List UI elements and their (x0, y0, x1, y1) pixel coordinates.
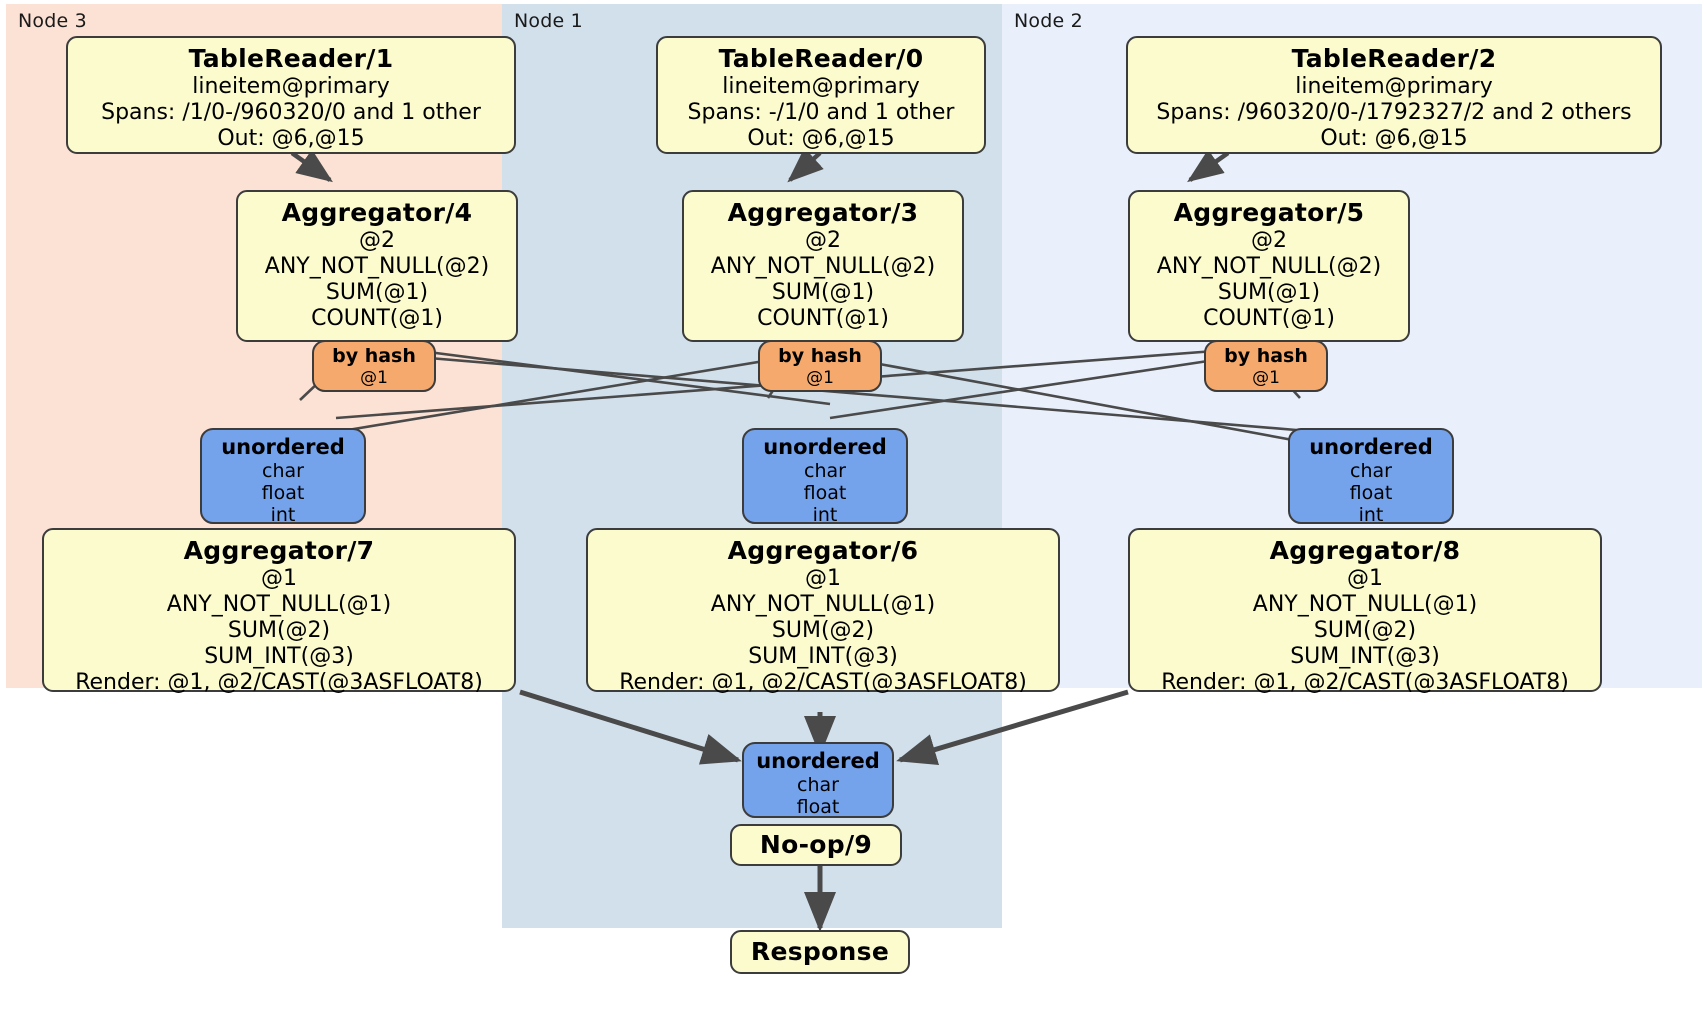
processor-agg-1: ANY_NOT_NULL(@1) (1252, 592, 1478, 617)
processor-title: Response (750, 937, 890, 966)
processor-agg-2: SUM(@1) (771, 280, 875, 305)
processor-aggregator-7[interactable]: Aggregator/7 @1 ANY_NOT_NULL(@1) SUM(@2)… (42, 528, 516, 695)
processor-agg-3: SUM_INT(@3) (1290, 644, 1440, 669)
processor-agg-3: SUM_INT(@3) (204, 644, 354, 669)
processor-agg-3: COUNT(@1) (757, 306, 889, 331)
receiver-unordered-node-3[interactable]: unordered char float int (200, 428, 366, 526)
router-by-hash-node-3[interactable]: by hash @1 (312, 340, 436, 392)
processor-title: TableReader/2 (1291, 44, 1497, 73)
receiver-type-2: float (1349, 482, 1393, 504)
processor-out: Out: @6,@15 (747, 126, 895, 151)
processor-aggregator-3[interactable]: Aggregator/3 @2 ANY_NOT_NULL(@2) SUM(@1)… (682, 190, 964, 342)
processor-title: Aggregator/7 (183, 536, 375, 565)
receiver-type-3: int (812, 504, 838, 526)
processor-agg-2: SUM(@2) (1313, 618, 1417, 643)
node-panel-label: Node 3 (18, 10, 87, 32)
router-by-hash-node-2[interactable]: by hash @1 (1204, 340, 1328, 392)
processor-table: lineitem@primary (1295, 74, 1493, 99)
router-column: @1 (360, 368, 388, 388)
processor-agg-3: COUNT(@1) (1203, 306, 1335, 331)
processor-agg-2: SUM(@1) (325, 280, 429, 305)
processor-table: lineitem@primary (722, 74, 920, 99)
processor-aggregator-6[interactable]: Aggregator/6 @1 ANY_NOT_NULL(@1) SUM(@2)… (586, 528, 1060, 695)
processor-group-col: @1 (261, 566, 297, 591)
processor-title: TableReader/1 (188, 44, 394, 73)
processor-tablereader-2[interactable]: TableReader/2 lineitem@primary Spans: /9… (1126, 36, 1662, 154)
receiver-title: unordered (756, 749, 880, 773)
processor-tablereader-0[interactable]: TableReader/0 lineitem@primary Spans: -/… (656, 36, 986, 154)
receiver-type-2: float (803, 482, 847, 504)
receiver-type-3: int (270, 504, 296, 526)
processor-agg-3: SUM_INT(@3) (748, 644, 898, 669)
processor-spans: Spans: /960320/0-/1792327/2 and 2 others (1156, 100, 1632, 125)
processor-title: Aggregator/3 (727, 198, 919, 227)
receiver-type-1: char (1350, 460, 1392, 482)
processor-render: Render: @1, @2/CAST(@3ASFLOAT8) (619, 670, 1027, 695)
receiver-type-2: float (261, 482, 305, 504)
processor-table: lineitem@primary (192, 74, 390, 99)
processor-title: Aggregator/8 (1269, 536, 1461, 565)
processor-title: Aggregator/5 (1173, 198, 1365, 227)
processor-aggregator-4[interactable]: Aggregator/4 @2 ANY_NOT_NULL(@2) SUM(@1)… (236, 190, 518, 342)
processor-render: Render: @1, @2/CAST(@3ASFLOAT8) (1161, 670, 1569, 695)
node-panel-label: Node 2 (1014, 10, 1083, 32)
router-title: by hash (332, 345, 416, 367)
processor-title: No-op/9 (759, 830, 873, 859)
processor-aggregator-8[interactable]: Aggregator/8 @1 ANY_NOT_NULL(@1) SUM(@2)… (1128, 528, 1602, 695)
node-panel-label: Node 1 (514, 10, 583, 32)
receiver-type-1: char (262, 460, 304, 482)
router-column: @1 (1252, 368, 1280, 388)
processor-group-col: @2 (805, 228, 841, 253)
processor-noop-9[interactable]: No-op/9 (730, 824, 902, 866)
processor-spans: Spans: /1/0-/960320/0 and 1 other (101, 100, 481, 125)
processor-agg-1: ANY_NOT_NULL(@2) (264, 254, 490, 279)
processor-tablereader-1[interactable]: TableReader/1 lineitem@primary Spans: /1… (66, 36, 516, 154)
receiver-title: unordered (221, 435, 345, 459)
receiver-type-1: char (804, 460, 846, 482)
router-by-hash-node-1[interactable]: by hash @1 (758, 340, 882, 392)
processor-group-col: @1 (1347, 566, 1383, 591)
processor-title: Aggregator/6 (727, 536, 919, 565)
router-column: @1 (806, 368, 834, 388)
processor-group-col: @2 (359, 228, 395, 253)
receiver-title: unordered (763, 435, 887, 459)
receiver-unordered-node-1[interactable]: unordered char float int (742, 428, 908, 526)
processor-group-col: @1 (805, 566, 841, 591)
processor-agg-2: SUM(@2) (227, 618, 331, 643)
receiver-unordered-node-2[interactable]: unordered char float int (1288, 428, 1454, 526)
router-title: by hash (1224, 345, 1308, 367)
processor-aggregator-5[interactable]: Aggregator/5 @2 ANY_NOT_NULL(@2) SUM(@1)… (1128, 190, 1410, 342)
receiver-type-2: float (796, 796, 840, 818)
receiver-type-1: char (797, 774, 839, 796)
receiver-type-3: int (1358, 504, 1384, 526)
processor-title: TableReader/0 (718, 44, 924, 73)
processor-agg-1: ANY_NOT_NULL(@1) (166, 592, 392, 617)
processor-agg-1: ANY_NOT_NULL(@1) (710, 592, 936, 617)
router-title: by hash (778, 345, 862, 367)
processor-spans: Spans: -/1/0 and 1 other (687, 100, 955, 125)
processor-title: Aggregator/4 (281, 198, 473, 227)
processor-out: Out: @6,@15 (1320, 126, 1468, 151)
processor-response[interactable]: Response (730, 930, 910, 974)
processor-agg-2: SUM(@2) (771, 618, 875, 643)
receiver-unordered-final[interactable]: unordered char float (742, 742, 894, 818)
processor-agg-3: COUNT(@1) (311, 306, 443, 331)
processor-agg-2: SUM(@1) (1217, 280, 1321, 305)
processor-agg-1: ANY_NOT_NULL(@2) (1156, 254, 1382, 279)
processor-render: Render: @1, @2/CAST(@3ASFLOAT8) (75, 670, 483, 695)
processor-agg-1: ANY_NOT_NULL(@2) (710, 254, 936, 279)
processor-group-col: @2 (1251, 228, 1287, 253)
processor-out: Out: @6,@15 (217, 126, 365, 151)
receiver-title: unordered (1309, 435, 1433, 459)
